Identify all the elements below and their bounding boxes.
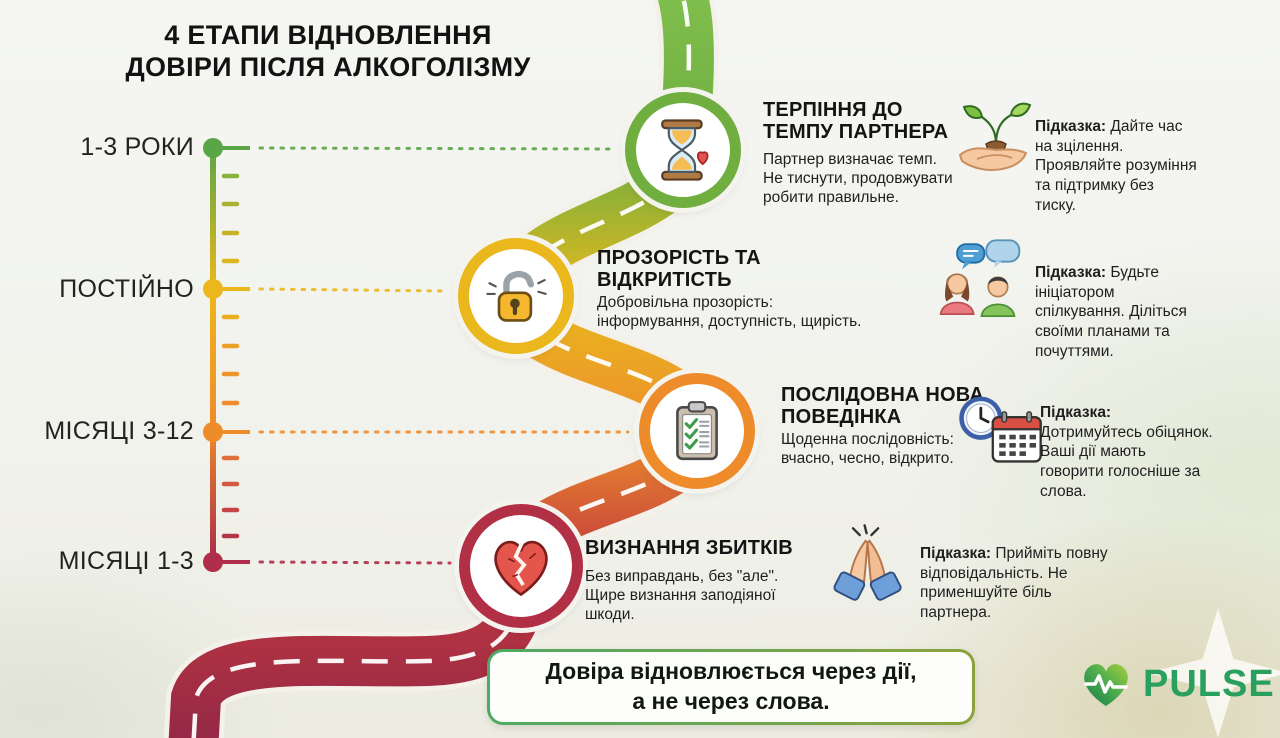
page-title: 4 ЕТАПИ ВІДНОВЛЕННЯ ДОВІРИ ПІСЛЯ АЛКОГОЛ… [125,20,531,82]
open-padlock-icon [486,270,547,322]
tip-2: Підказка: Будьте ініціатором спілкування… [1035,243,1247,362]
hourglass-heart-icon [661,119,709,181]
praying-hands-icon [822,518,914,618]
timeline-label-months-1-3: МІСЯЦІ 1-3 [58,547,194,575]
timeline-axis [203,138,630,572]
stage-2-description: Добровільна прозорість: інформування, до… [597,294,862,331]
stage-3-title: ПОСЛІДОВНА НОВА ПОВЕДІНКА [781,384,985,429]
checklist-clipboard-icon [676,401,718,461]
road [163,0,728,738]
tip-4-label: Підказка: [920,544,992,562]
broken-heart-icon [494,540,548,597]
tip-2-text: Будьте ініціатором спілкування. Діліться… [1035,263,1187,361]
brand-name: PULSE [1143,662,1275,705]
tip-1-label: Підказка: [1035,117,1107,135]
stage-4-description: Без виправдань, без "але". Щире визнання… [585,568,779,624]
stage-circle-1 [625,92,741,208]
stage-circle-2 [458,238,574,354]
stage-1-title: ТЕРПІННЯ ДО ТЕМПУ ПАРТНЕРА [763,99,949,144]
stage-4-title: ВИЗНАННЯ ЗБИТКІВ [585,537,793,559]
tip-4: Підказка: Прийміть повну відповідальніст… [920,524,1152,623]
tip-3-text: Дотримуйтесь обіцянок. Ваші дії мають го… [1040,423,1213,501]
stage-3-description: Щоденна послідовність: вчасно, чесно, ві… [781,431,954,468]
hand-sprout-icon [948,98,1040,178]
leader-stage-1 [258,146,612,151]
stage-circle-3 [639,373,755,489]
tip-1: Підказка: Дайте час на зцілення. Проявля… [1035,97,1253,216]
timeline-label-constant: ПОСТІЙНО [59,275,194,303]
timeline-label-years-1-3: 1-3 РОКИ [80,133,194,161]
tip-3: Підказка: Дотримуйтесь обіцянок. Ваші ді… [1040,383,1258,502]
quote-box: Довіра відновлюється через дії, а не чер… [487,649,975,725]
timeline-label-months-3-12: МІСЯЦІ 3-12 [44,417,194,445]
clock-calendar-icon [956,393,1048,471]
leader-stage-4 [258,560,452,565]
quote-text: Довіра відновлюється через дії, а не чер… [490,652,972,722]
tip-3-label: Підказка: [1040,403,1112,421]
stage-circle-4 [459,504,583,628]
tip-1-text: Дайте час на зцілення. Проявляйте розумі… [1035,117,1197,215]
brand-logo: PULSE [1078,658,1275,710]
stage-1-description: Партнер визначає темп. Не тиснути, продо… [763,151,953,207]
tip-4-text: Прийміть повну відповідальність. Не прим… [920,544,1108,622]
stage-2-title: ПРОЗОРІСТЬ ТА ВІДКРИТІСТЬ [597,247,761,292]
tip-2-label: Підказка: [1035,263,1107,281]
pulse-heart-icon [1084,664,1128,706]
leader-stage-2 [258,287,449,293]
people-chat-icon [928,238,1030,331]
